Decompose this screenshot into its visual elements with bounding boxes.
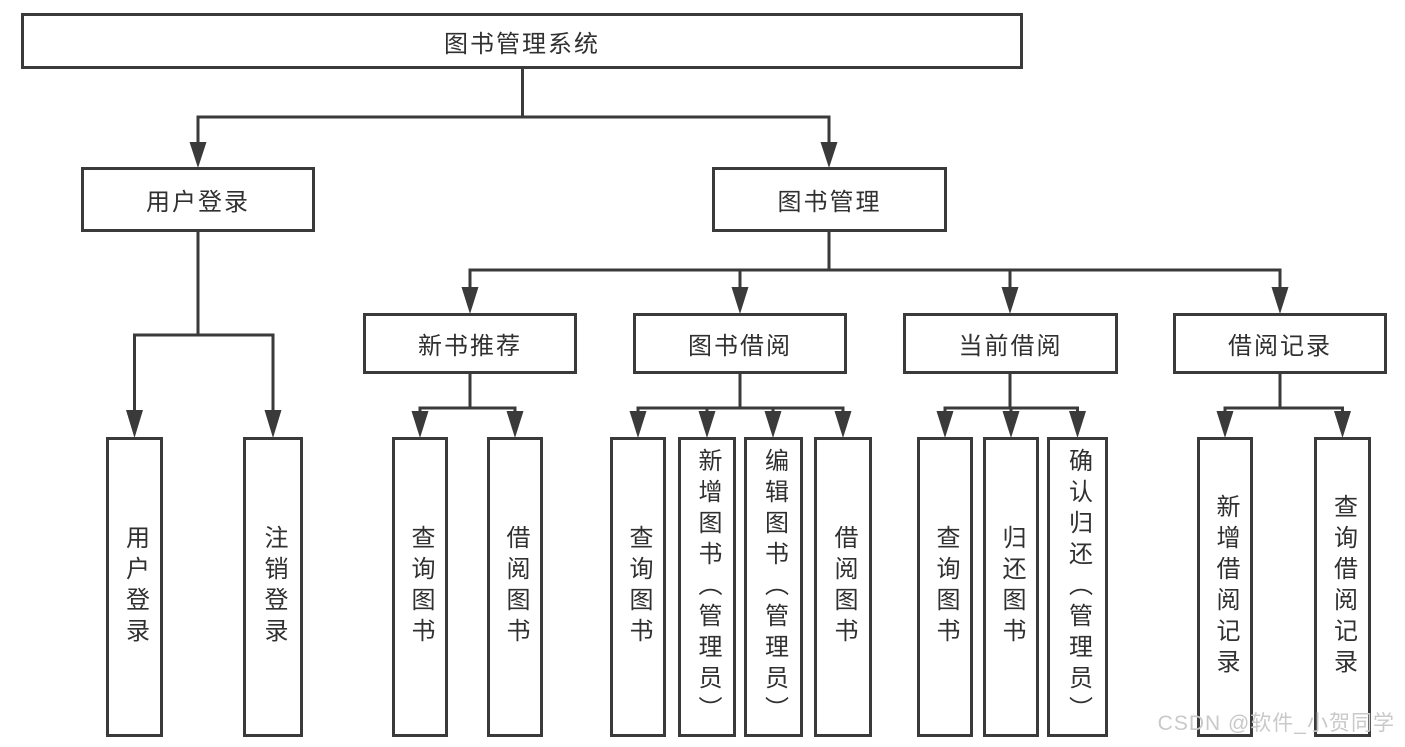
leaf-query-books-current: 查询图书 (917, 437, 973, 737)
leaf-borrow-books-recommend: 借阅图书 (487, 437, 543, 737)
leaf-query-books-current-label: 查询图书 (932, 525, 959, 649)
node-borrowing-records: 借阅记录 (1173, 313, 1387, 374)
leaf-return-books-label: 归还图书 (998, 525, 1025, 649)
node-user-login: 用户登录 (81, 167, 315, 232)
node-current-borrowing-label: 当前借阅 (958, 333, 1063, 360)
node-root: 图书管理系统 (21, 13, 1023, 69)
leaf-confirm-return-admin-label: 确认归还（管理员） (1064, 447, 1092, 727)
leaf-confirm-return-admin: 确认归还（管理员） (1047, 437, 1108, 737)
node-user-login-label: 用户登录 (146, 189, 250, 216)
leaf-edit-books-admin: 编辑图书（管理员） (744, 437, 803, 737)
node-new-book-recommendation-label: 新书推荐 (418, 333, 522, 360)
leaf-query-borrow-record: 查询借阅记录 (1314, 437, 1371, 737)
leaf-query-books-borrow: 查询图书 (610, 437, 666, 737)
node-book-borrowing-label: 图书借阅 (688, 333, 792, 360)
leaf-edit-books-admin-label: 编辑图书（管理员） (760, 447, 788, 727)
node-book-borrowing: 图书借阅 (633, 313, 847, 374)
node-root-label: 图书管理系统 (444, 30, 600, 58)
leaf-query-books-borrow-label: 查询图书 (625, 525, 652, 649)
leaf-user-login-label: 用户登录 (121, 525, 149, 649)
connector-book-management-to-level3 (461, 232, 1289, 314)
leaf-borrow-books: 借阅图书 (814, 437, 872, 737)
leaf-borrow-books-recommend-label: 借阅图书 (502, 525, 529, 649)
connector-user-login-to-leaves (126, 232, 282, 438)
leaf-add-books-admin: 新增图书（管理员） (678, 437, 736, 737)
node-book-management: 图书管理 (712, 167, 947, 232)
node-new-book-recommendation: 新书推荐 (363, 313, 577, 374)
node-current-borrowing: 当前借阅 (903, 313, 1118, 374)
leaf-logout-label: 注销登录 (260, 525, 287, 649)
node-borrowing-records-label: 借阅记录 (1228, 333, 1332, 360)
connector-root-to-level2 (189, 69, 838, 168)
connector-records-to-leaves (1216, 374, 1351, 438)
leaf-add-books-admin-label: 新增图书（管理员） (694, 447, 721, 727)
connector-new-book-to-leaves (411, 374, 524, 438)
leaf-query-books-recommend-label: 查询图书 (407, 525, 434, 649)
leaf-query-books-recommend: 查询图书 (392, 437, 448, 737)
leaf-query-borrow-record-label: 查询借阅记录 (1329, 494, 1357, 680)
leaf-add-borrow-record: 新增借阅记录 (1197, 437, 1253, 737)
connector-current-borrow-to-leaves (936, 374, 1086, 438)
leaf-logout: 注销登录 (243, 437, 303, 737)
leaf-add-borrow-record-label: 新增借阅记录 (1212, 494, 1239, 680)
leaf-return-books: 归还图书 (983, 437, 1039, 737)
csdn-watermark: CSDN @软件_小贺同学 (1157, 712, 1395, 735)
leaf-borrow-books-label: 借阅图书 (830, 525, 857, 649)
node-book-management-label: 图书管理 (777, 189, 882, 216)
leaf-user-login: 用户登录 (106, 437, 163, 737)
connector-book-borrow-to-leaves (629, 374, 852, 438)
